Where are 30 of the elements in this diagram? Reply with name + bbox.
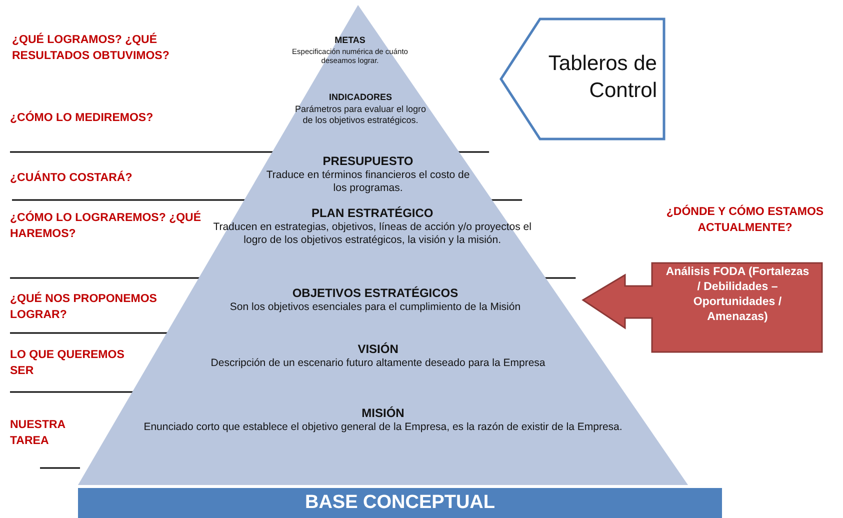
tier-title: METAS xyxy=(334,35,366,46)
tier-title: INDICADORES xyxy=(328,92,394,103)
question-label: ¿CÓMO LO MEDIREMOS? xyxy=(10,111,154,126)
base-title: BASE CONCEPTUAL xyxy=(304,491,496,515)
question-label: ¿CUÁNTO COSTARÁ? xyxy=(10,171,134,186)
arrow-callout xyxy=(583,262,823,353)
tier-description: Son los objetivos esenciales para el cumplimiento de la Misión xyxy=(228,301,522,314)
tier-title: VISIÓN xyxy=(356,342,400,356)
tier-title: PRESUPUESTO xyxy=(322,154,414,168)
question-label: ¿DÓNDE Y CÓMO ESTAMOS ACTUALMENTE? xyxy=(665,205,825,236)
tier-title: OBJETIVOS ESTRATÉGICOS xyxy=(291,286,460,300)
question-label: NUESTRA TAREA xyxy=(10,418,66,449)
pyramid-tier xyxy=(78,392,688,485)
question-label: ¿QUÉ LOGRAMOS? ¿QUÉ RESULTADOS OBTUVIMOS? xyxy=(12,33,170,64)
pyramid-tier xyxy=(167,278,584,333)
tier-description: Descripción de un escenario futuro altamente deseado para la Empresa xyxy=(210,357,546,370)
base-bar xyxy=(78,488,722,518)
tier-title: PLAN ESTRATÉGICO xyxy=(310,206,434,220)
tier-title: MISIÓN xyxy=(360,406,406,420)
question-label: LO QUE QUEREMOS SER xyxy=(10,348,126,379)
pentagon-callout xyxy=(500,18,665,140)
tier-description: Enunciado corto que establece el objetivo general de la Empresa, es la razón de existir de la Empresa. xyxy=(142,421,624,434)
tier-description: Traducen en estrategias, objetivos, líneas de acción y/o proyectos el logro de los objetivos estratégicos, la visión y la misión. xyxy=(212,221,532,247)
tier-description: Traduce en términos financieros el costo de los programas. xyxy=(265,169,471,195)
tier-description: Parámetros para evaluar el logro de los objetivos estratégicos. xyxy=(294,104,428,126)
pyramid-tier xyxy=(132,333,624,392)
callout-text: Análisis FODA (Fortalezas / Debilidades – Oportunidades / Amenazas) xyxy=(664,265,810,325)
question-label: ¿QUÉ NOS PROPONEMOS LOGRAR? xyxy=(10,292,158,323)
question-label: ¿CÓMO LO LOGRAREMOS? ¿QUÉ HAREMOS? xyxy=(10,211,202,242)
callout-text: Tableros de Control xyxy=(547,51,657,104)
